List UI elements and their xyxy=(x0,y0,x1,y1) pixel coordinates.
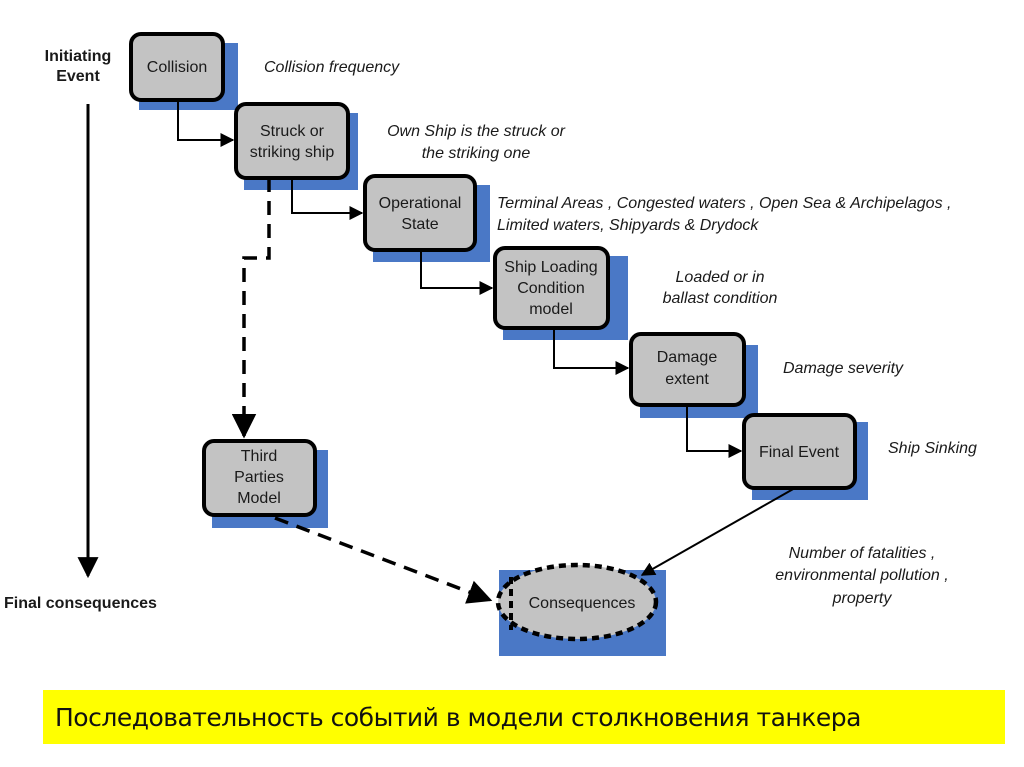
annotation-operational-2: Limited waters, Shipyards & Drydock xyxy=(497,217,759,234)
arrow-collision-to-struck xyxy=(177,100,235,147)
node-operational-label-2: State xyxy=(401,216,438,233)
annotation-operational-1: Terminal Areas , Congested waters , Open… xyxy=(497,195,951,212)
node-operational: Operational State xyxy=(363,174,477,252)
node-consequences-label: Consequences xyxy=(529,595,636,612)
node-struck-label-1: Struck or xyxy=(260,123,325,140)
node-damage-label-1: Damage xyxy=(657,349,718,366)
caption-banner: Последовательность событий в модели стол… xyxy=(43,690,1005,744)
node-loading-label-1: Ship Loading xyxy=(504,259,597,276)
node-loading: Ship Loading Condition model xyxy=(493,246,610,330)
annotation-loading-2: ballast condition xyxy=(663,290,778,307)
node-third: Third Parties Model xyxy=(202,439,317,517)
annotation-collision: Collision frequency xyxy=(264,59,400,76)
node-third-label-1: Third xyxy=(241,448,277,465)
node-collision-label: Collision xyxy=(147,59,207,76)
caption-text: Последовательность событий в модели стол… xyxy=(55,702,861,732)
node-loading-label-2: Condition xyxy=(517,280,585,297)
node-third-label-2: Parties xyxy=(234,469,284,486)
node-struck-label-2: striking ship xyxy=(250,144,335,161)
axis-bottom-label: Final consequences xyxy=(4,595,157,612)
node-damage: Damage extent xyxy=(629,332,746,407)
arrow-loading-to-damage xyxy=(553,328,630,375)
node-operational-label-1: Operational xyxy=(379,195,462,212)
arrow-final-to-consequences xyxy=(640,487,796,576)
node-final-label: Final Event xyxy=(759,444,840,461)
annotation-loading-1: Loaded or in xyxy=(676,269,765,286)
node-loading-label-3: model xyxy=(529,301,573,318)
arrow-operational-to-loading xyxy=(420,250,494,295)
annotation-consequences-2: environmental pollution , xyxy=(775,567,948,584)
node-damage-label-2: extent xyxy=(665,371,709,388)
node-collision: Collision xyxy=(129,32,225,102)
annotation-damage: Damage severity xyxy=(783,360,904,377)
dashed-arrow-third-to-consequences xyxy=(274,516,493,604)
axis-top-label-line2: Event xyxy=(56,68,100,85)
node-final: Final Event xyxy=(742,413,857,490)
annotation-struck-2: the striking one xyxy=(422,145,531,162)
node-third-label-3: Model xyxy=(237,490,281,507)
node-struck: Struck or striking ship xyxy=(234,102,350,180)
axis-top-label-line1: Initiating xyxy=(45,48,112,65)
annotation-consequences-1: Number of fatalities , xyxy=(789,545,936,562)
annotation-struck-1: Own Ship is the struck or xyxy=(387,123,566,140)
arrow-damage-to-final xyxy=(686,405,743,458)
annotation-final: Ship Sinking xyxy=(888,440,977,457)
annotation-consequences-3: property xyxy=(832,590,893,607)
dashed-arrow-struck-to-third xyxy=(231,178,271,439)
arrow-struck-to-operational xyxy=(291,178,364,220)
node-consequences: Consequences xyxy=(495,562,659,642)
